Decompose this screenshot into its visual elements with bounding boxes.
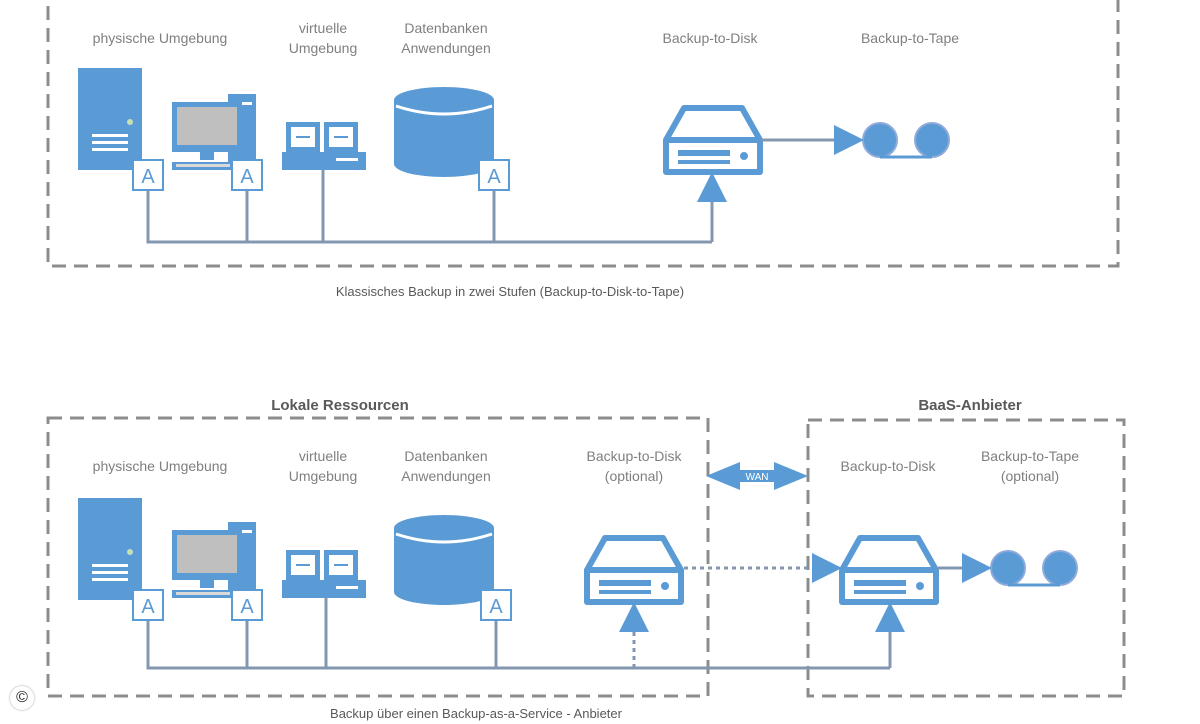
top-virtual-label: virtuelle Umgebung xyxy=(288,20,358,56)
baas-provider-title: BaaS-Anbieter xyxy=(918,397,1022,414)
agent-letter: A xyxy=(487,166,501,188)
virtual-machines-icon xyxy=(282,122,366,170)
bottom-databases-label: Datenbanken Anwendungen xyxy=(401,448,491,484)
top-tape-label: Backup-to-Tape xyxy=(860,30,960,46)
top-databases-label: Datenbanken Anwendungen xyxy=(401,20,491,56)
tape-icon xyxy=(861,121,951,159)
provider-tape-icon xyxy=(989,549,1079,587)
top-caption: Klassisches Backup in zwei Stufen (Backu… xyxy=(335,284,685,299)
desktop-computer-icon xyxy=(172,94,256,170)
local-resources-title: Lokale Ressourcen xyxy=(271,397,409,414)
database-icon xyxy=(392,513,496,607)
bottom-network-lines xyxy=(146,598,890,670)
bottom-physical-label: physische Umgebung xyxy=(92,458,228,474)
wan-label: WAN xyxy=(746,472,769,483)
agent-letter: A xyxy=(240,166,254,188)
wan-double-arrow-icon xyxy=(706,462,808,490)
top-physical-label: physische Umgebung xyxy=(92,30,228,46)
copyright-badge: © xyxy=(10,686,34,710)
top-dashed-frame xyxy=(46,0,1120,268)
provider-disk-device-icon xyxy=(842,538,936,602)
top-network-lines xyxy=(146,170,712,244)
top-disk-label: Backup-to-Disk xyxy=(662,30,758,46)
agent-letter: A xyxy=(489,596,503,618)
local-resources-frame xyxy=(46,416,710,698)
agent-letter: A xyxy=(141,596,155,618)
agent-letter: A xyxy=(240,596,254,618)
provider-tape-label: Backup-to-Tape (optional) xyxy=(980,448,1080,484)
agent-letter: A xyxy=(141,166,155,188)
local-disk-label: Backup-to-Disk (optional) xyxy=(586,448,682,484)
disk-backup-device-icon xyxy=(666,108,760,172)
provider-disk-label: Backup-to-Disk xyxy=(840,458,936,474)
desktop-computer-icon xyxy=(172,522,256,598)
bottom-virtual-label: virtuelle Umgebung xyxy=(288,448,358,484)
bottom-caption: Backup über einen Backup-as-a-Service - … xyxy=(330,706,622,721)
virtual-machines-icon xyxy=(282,550,366,598)
physical-server-icon xyxy=(78,498,142,600)
local-disk-device-icon xyxy=(587,538,681,602)
physical-server-icon xyxy=(78,68,142,170)
baas-provider-frame xyxy=(806,418,1126,698)
